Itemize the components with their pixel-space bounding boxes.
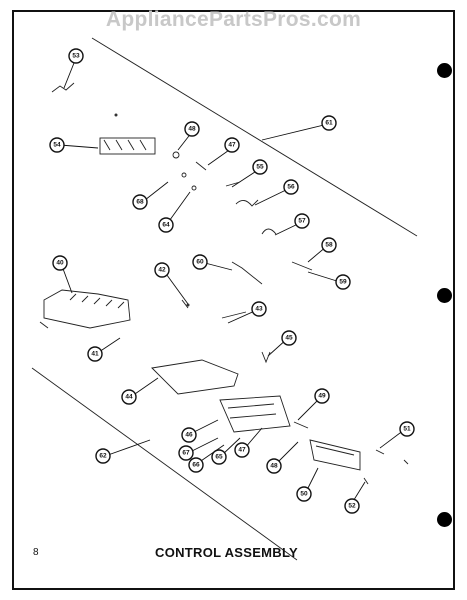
svg-text:53: 53 [72, 53, 80, 60]
svg-text:46: 46 [185, 432, 193, 439]
svg-text:58: 58 [325, 242, 333, 249]
svg-text:47: 47 [228, 142, 236, 149]
leader-lines [59, 57, 405, 504]
svg-text:67: 67 [182, 450, 190, 457]
binder-hole-middle [437, 288, 452, 303]
callout-67: 67 [178, 445, 194, 461]
binder-hole-bottom [437, 512, 452, 527]
callout-62: 62 [95, 448, 111, 464]
callout-42: 42 [154, 262, 170, 278]
svg-text:51: 51 [403, 426, 411, 433]
svg-text:48: 48 [188, 126, 196, 133]
callout-59: 59 [335, 274, 351, 290]
callout-66: 66 [188, 457, 204, 473]
watermark: AppliancePartsPros.com [105, 8, 362, 31]
svg-text:56: 56 [287, 184, 295, 191]
callout-52: 52 [344, 498, 360, 514]
lower-panel-outline [31, 367, 298, 561]
parts-sketch [39, 82, 409, 485]
callout-45: 45 [281, 330, 297, 346]
svg-text:49: 49 [318, 393, 326, 400]
svg-text:40: 40 [56, 260, 64, 267]
callout-48-lower: 48 [266, 458, 282, 474]
callout-48: 48 [184, 121, 200, 137]
callout-53: 53 [68, 48, 84, 64]
callout-65: 65 [211, 449, 227, 465]
callout-50: 50 [296, 486, 312, 502]
callout-57: 57 [294, 213, 310, 229]
svg-text:44: 44 [125, 394, 133, 401]
svg-text:50: 50 [300, 491, 308, 498]
svg-text:61: 61 [325, 120, 333, 127]
callout-56: 56 [283, 179, 299, 195]
callout-44: 44 [121, 389, 137, 405]
svg-text:66: 66 [192, 462, 200, 469]
callout-46: 46 [181, 427, 197, 443]
svg-text:59: 59 [339, 279, 347, 286]
page-number: 8 [33, 547, 39, 558]
svg-text:52: 52 [348, 503, 356, 510]
callout-47: 47 [224, 137, 240, 153]
diagram-caption: CONTROL ASSEMBLY [155, 545, 299, 560]
callout-49: 49 [314, 388, 330, 404]
page-frame [12, 10, 455, 590]
svg-text:57: 57 [298, 218, 306, 225]
callout-47-lower: 47 [234, 442, 250, 458]
callout-43: 43 [251, 301, 267, 317]
svg-text:62: 62 [99, 453, 107, 460]
svg-text:42: 42 [158, 267, 166, 274]
svg-text:54: 54 [53, 142, 61, 149]
binder-hole-top [437, 63, 452, 78]
callouts: 53 54 48 47 61 55 68 64 56 57 58 59 60 4… [49, 48, 415, 514]
svg-text:55: 55 [256, 164, 264, 171]
callout-68: 68 [132, 194, 148, 210]
svg-text:41: 41 [91, 351, 99, 358]
svg-text:60: 60 [196, 259, 204, 266]
callout-54: 54 [49, 137, 65, 153]
svg-text:65: 65 [215, 454, 223, 461]
callout-41: 41 [87, 346, 103, 362]
svg-text:47: 47 [238, 447, 246, 454]
callout-61: 61 [321, 115, 337, 131]
svg-text:43: 43 [255, 306, 263, 313]
callout-64: 64 [158, 217, 174, 233]
svg-text:68: 68 [136, 199, 144, 206]
callout-55: 55 [252, 159, 268, 175]
upper-panel-outline [91, 37, 418, 237]
callout-60: 60 [192, 254, 208, 270]
svg-text:48: 48 [270, 463, 278, 470]
callout-51: 51 [399, 421, 415, 437]
svg-text:64: 64 [162, 222, 170, 229]
callout-58: 58 [321, 237, 337, 253]
svg-text:45: 45 [285, 335, 293, 342]
callout-40: 40 [52, 255, 68, 271]
